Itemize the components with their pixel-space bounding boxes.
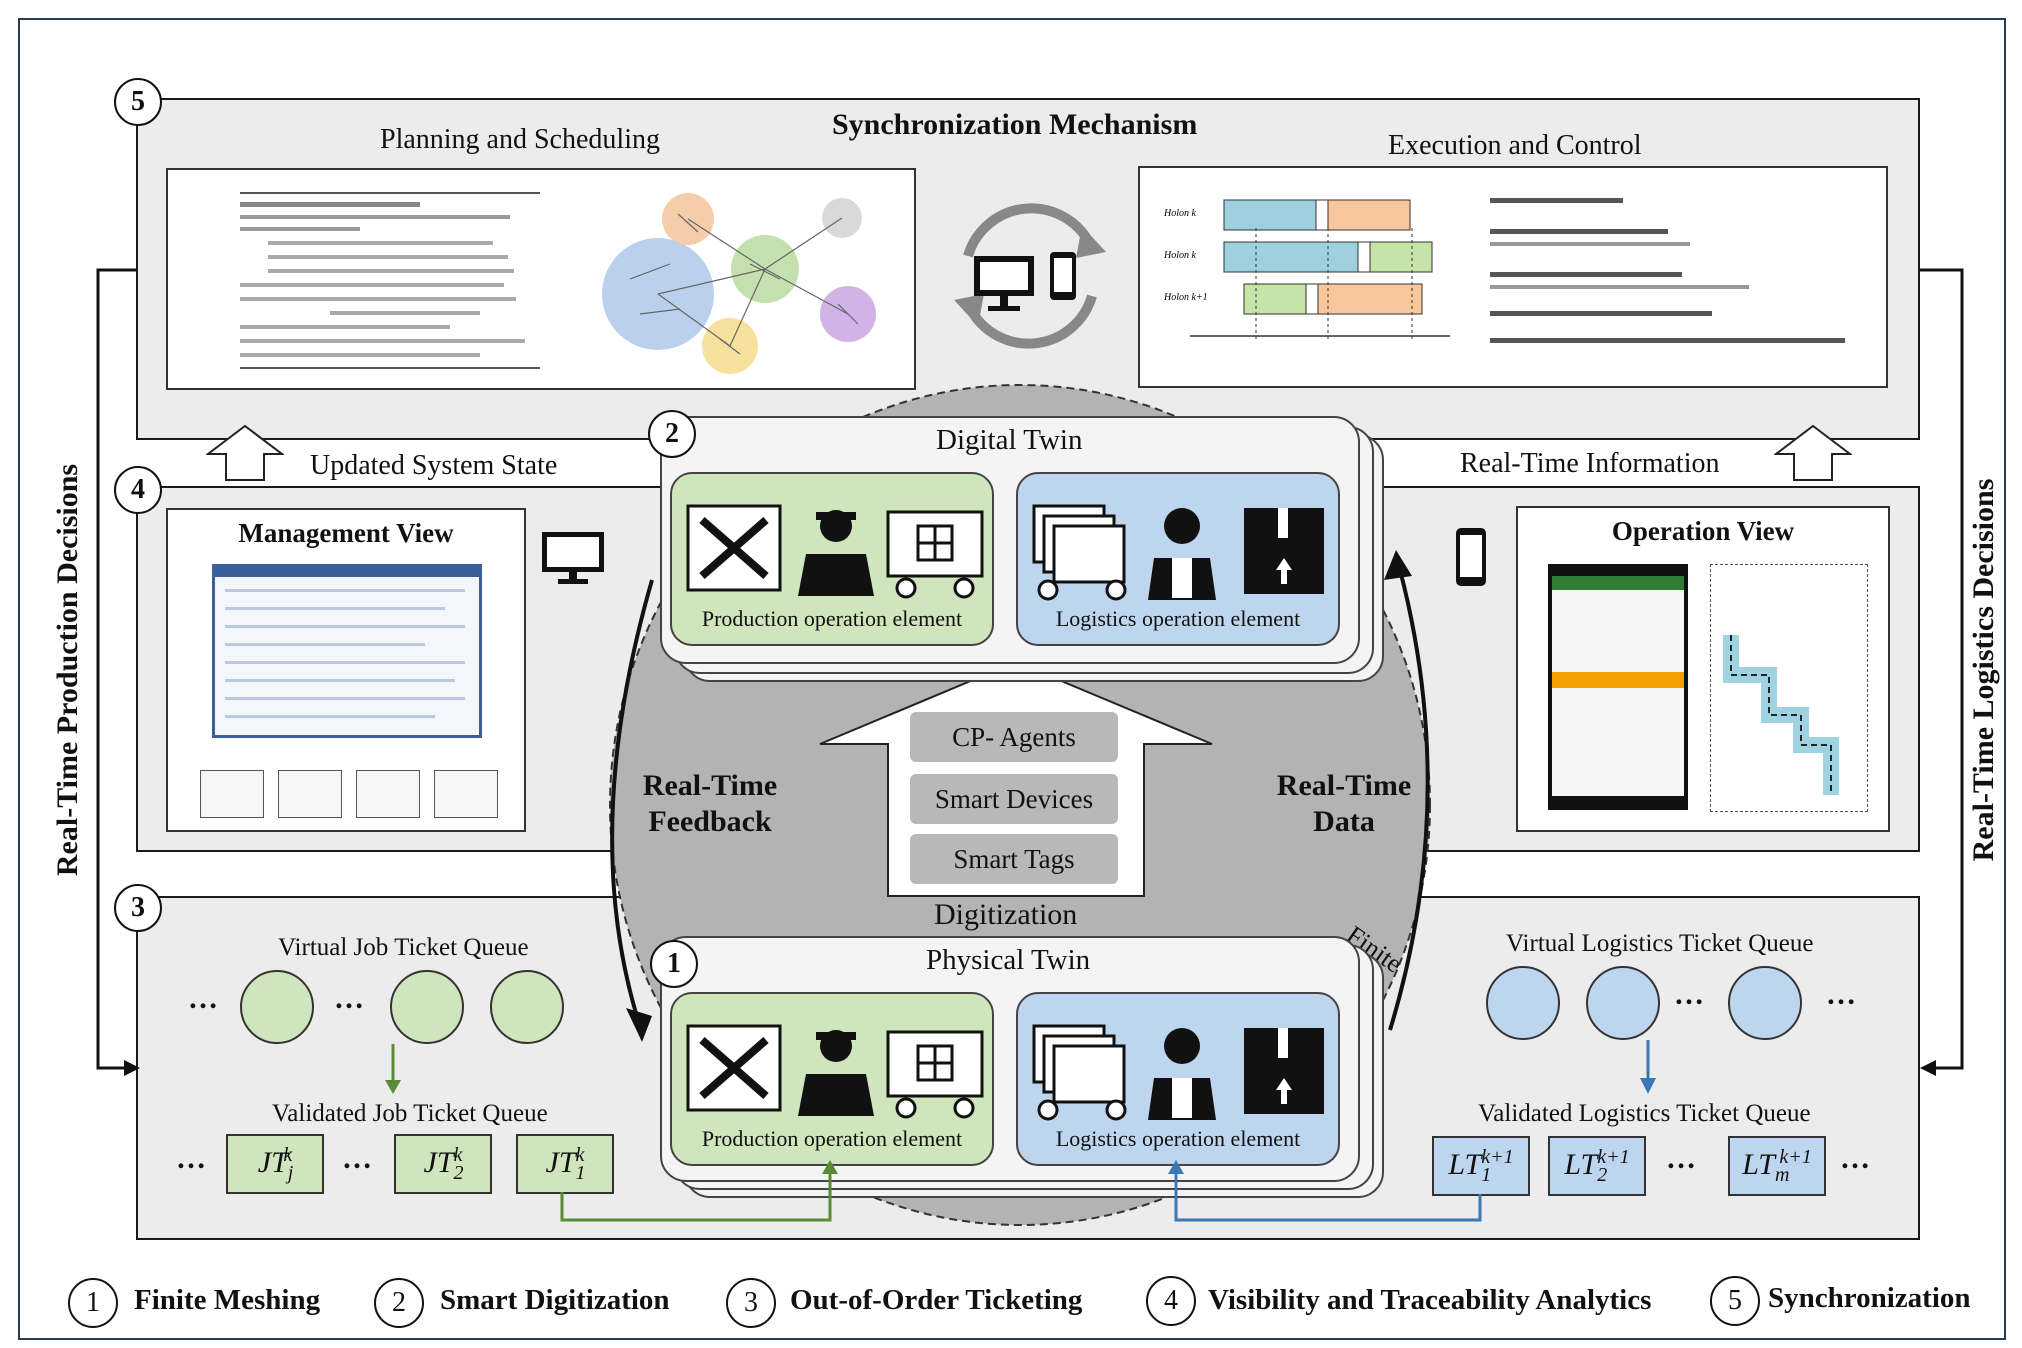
svg-text:Holon k: Holon k bbox=[1163, 250, 1197, 261]
management-view-panel: Management View bbox=[166, 508, 526, 832]
updated-state-label: Updated System State bbox=[310, 450, 558, 481]
holon-gantt: Holon k Holon k Holon k+1 bbox=[1163, 199, 1450, 340]
job-ticket-j-label: JTjk bbox=[257, 1143, 294, 1184]
virtual-logistics-ticket bbox=[1728, 966, 1802, 1040]
smart-tags-chip: Smart Tags bbox=[910, 834, 1118, 884]
logistics-ticket-1: LT1k+1 bbox=[1432, 1136, 1530, 1196]
planning-panel bbox=[166, 168, 916, 390]
job-ticket-2: JT2k bbox=[394, 1134, 492, 1194]
legend-label-5: Synchronization bbox=[1768, 1282, 1971, 1314]
job-ellipsis-1: … bbox=[188, 982, 218, 1015]
job-ticket-j: JTjk bbox=[226, 1134, 324, 1194]
formula-block bbox=[1490, 190, 1860, 343]
virtual-logistics-ticket bbox=[1586, 966, 1660, 1040]
virtual-job-ticket bbox=[390, 970, 464, 1044]
validated-logistics-queue-label: Validated Logistics Ticket Queue bbox=[1478, 1100, 1811, 1127]
physical-logistics-label: Logistics operation element bbox=[1055, 1126, 1301, 1151]
logistics-decisions-label: Real-Time Logistics Decisions bbox=[1967, 478, 2000, 862]
monitor-icon bbox=[542, 532, 604, 584]
validated-logistics-ellipsis-1: … bbox=[1666, 1142, 1696, 1175]
tools-icon bbox=[686, 504, 984, 599]
mobile-app-screen bbox=[1548, 564, 1688, 810]
physical-twin-number: 1 bbox=[650, 940, 698, 988]
logistics-validation-arrow bbox=[1640, 1040, 1656, 1094]
legend-label-1: Finite Meshing bbox=[134, 1284, 321, 1316]
execution-title: Execution and Control bbox=[1388, 130, 1642, 161]
management-screen bbox=[212, 564, 482, 738]
physical-logistics-element: Logistics operation element bbox=[1016, 992, 1340, 1166]
digital-logistics-element: Logistics operation element bbox=[1016, 472, 1340, 646]
virtual-logistics-queue-label: Virtual Logistics Ticket Queue bbox=[1506, 930, 1814, 957]
virtual-job-ticket bbox=[490, 970, 564, 1044]
algorithm-text-block bbox=[240, 192, 540, 369]
execution-panel: Holon k Holon k Holon k+1 bbox=[1138, 166, 1888, 388]
logistics-ellipsis-1: … bbox=[1674, 978, 1704, 1011]
production-decisions-label: Real-Time Production Decisions bbox=[51, 463, 84, 877]
digitization-title: Digitization bbox=[934, 898, 1078, 931]
sync-cycle-icon bbox=[954, 203, 1106, 349]
job-ticket-1-label: JT1k bbox=[545, 1143, 586, 1184]
logistics-ticket-1-label: LT1k+1 bbox=[1448, 1145, 1514, 1186]
synchronization-title: Synchronization Mechanism bbox=[832, 108, 1198, 141]
validated-logistics-ellipsis-2: … bbox=[1840, 1142, 1870, 1175]
legend-number-4: 4 bbox=[1146, 1276, 1196, 1326]
workstation-row bbox=[200, 756, 498, 818]
layer-4-number: 4 bbox=[114, 466, 162, 514]
legend-number-3: 3 bbox=[726, 1278, 776, 1328]
legend-label-4: Visibility and Traceability Analytics bbox=[1208, 1284, 1652, 1316]
legend-number-2: 2 bbox=[374, 1278, 424, 1328]
job-ellipsis-2: … bbox=[334, 982, 364, 1015]
validated-job-ellipsis-1: … bbox=[176, 1142, 206, 1175]
logistics-ellipsis-2: … bbox=[1826, 978, 1856, 1011]
legend-label-3: Out-of-Order Ticketing bbox=[790, 1284, 1083, 1316]
logistics-ticket-m-label: LTmk+1 bbox=[1742, 1145, 1812, 1186]
job-ticket-1: JT1k bbox=[516, 1134, 614, 1194]
management-view-title: Management View bbox=[238, 518, 454, 548]
realtime-info-arrow bbox=[1774, 424, 1852, 481]
operation-view-title: Operation View bbox=[1611, 516, 1795, 546]
legend-number-5: 5 bbox=[1710, 1276, 1760, 1326]
legend-label-2: Smart Digitization bbox=[440, 1284, 670, 1316]
tools-icon bbox=[686, 1024, 984, 1119]
smart-devices-chip: Smart Devices bbox=[910, 774, 1118, 824]
spatiotemporal-view bbox=[1710, 564, 1868, 812]
updated-state-arrow bbox=[206, 424, 284, 481]
virtual-job-ticket bbox=[240, 970, 314, 1044]
svg-text:Holon k: Holon k bbox=[1163, 208, 1197, 219]
svg-text:Holon k+1: Holon k+1 bbox=[1163, 292, 1208, 303]
digital-twin-title: Digital Twin bbox=[936, 424, 1083, 456]
realtime-data-label: Real-Time Data bbox=[1276, 769, 1412, 838]
logistics-ticket-m: LTmk+1 bbox=[1728, 1136, 1826, 1196]
cluster-graph bbox=[602, 193, 876, 374]
digital-production-label: Production operation element bbox=[701, 606, 963, 631]
physical-production-element: Production operation element bbox=[670, 992, 994, 1166]
realtime-feedback-label: Real-Time Feedback bbox=[642, 769, 778, 838]
physical-production-label: Production operation element bbox=[701, 1126, 963, 1151]
digital-logistics-label: Logistics operation element bbox=[1055, 606, 1301, 631]
virtual-logistics-ticket bbox=[1486, 966, 1560, 1040]
logistics-ticket-2-label: LT2k+1 bbox=[1564, 1145, 1630, 1186]
layer-5-number: 5 bbox=[114, 78, 162, 126]
phone-icon bbox=[1456, 528, 1486, 586]
decision-loops bbox=[96, 268, 1964, 1076]
outer-frame bbox=[18, 18, 2006, 1340]
cp-agents-chip: CP- Agents bbox=[910, 712, 1118, 762]
digital-twin-number: 2 bbox=[648, 410, 696, 458]
job-validation-arrow bbox=[385, 1044, 401, 1094]
logistics-icons bbox=[1032, 1024, 1324, 1121]
layer-3-number: 3 bbox=[114, 884, 162, 932]
job-ticket-2-label: JT2k bbox=[423, 1143, 464, 1184]
legend-number-1: 1 bbox=[68, 1278, 118, 1328]
planning-title: Planning and Scheduling bbox=[380, 124, 660, 155]
virtual-job-queue-label: Virtual Job Ticket Queue bbox=[278, 934, 529, 961]
logistics-icons bbox=[1032, 504, 1324, 601]
validated-job-ellipsis-2: … bbox=[342, 1142, 372, 1175]
realtime-info-label: Real-Time Information bbox=[1460, 448, 1720, 479]
validated-job-queue-label: Validated Job Ticket Queue bbox=[272, 1100, 548, 1127]
operation-view-panel: Operation View bbox=[1516, 506, 1890, 832]
digital-production-element: Production operation element bbox=[670, 472, 994, 646]
logistics-ticket-2: LT2k+1 bbox=[1548, 1136, 1646, 1196]
physical-twin-title: Physical Twin bbox=[926, 944, 1091, 976]
ticket-connectors bbox=[560, 1160, 1482, 1222]
